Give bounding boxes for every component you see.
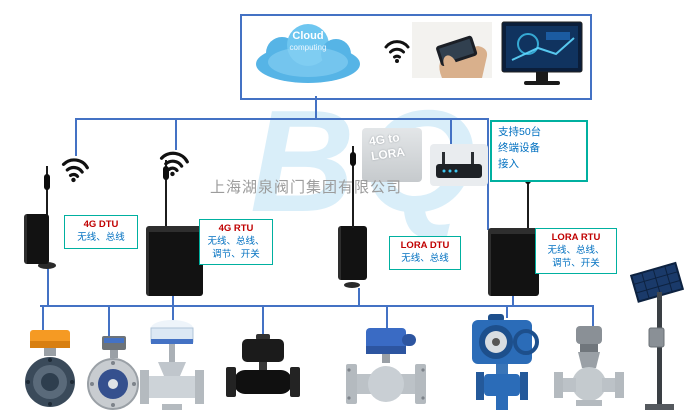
riser-lora-dtu: [358, 288, 360, 305]
label-4g-rtu: 4G RTU 无线、总线、 调节、开关: [199, 219, 273, 266]
drop-valve-1: [42, 305, 44, 332]
label-4g-dtu-line1: 无线、总线: [77, 231, 125, 243]
wifi-icon-4g-dtu: [61, 158, 89, 183]
connector-box-drop: [315, 96, 317, 119]
antenna-lora-dtu: [352, 146, 354, 228]
cloud-computing-image: [256, 24, 360, 83]
callout-line1: 支持50台: [498, 126, 542, 138]
antenna-coil-4g-rtu: [163, 166, 169, 180]
label-4g-dtu: 4G DTU 无线、总线: [64, 215, 138, 249]
label-lora-rtu: LORA RTU 无线、总线、 调节、开关: [535, 228, 617, 275]
antenna-coil-4g-dtu: [44, 174, 50, 190]
device-4g-rtu: [146, 226, 203, 296]
label-4g-rtu-line2: 调节、开关: [212, 248, 260, 260]
connector-drop-wifi-4g-rtu: [175, 118, 177, 150]
cloud-subtitle: computing: [289, 43, 327, 52]
valve-electric-actuator-dial: [472, 314, 539, 410]
callout-terminal-capacity: 支持50台 终端设备 接入: [490, 120, 588, 182]
valve-globe: [554, 326, 624, 406]
valve-butterfly-orange-actuator: [25, 330, 75, 407]
router-device-image: [430, 144, 488, 186]
riser-4g-rtu: [172, 290, 174, 305]
hand-holding-phone-image: [412, 22, 492, 78]
drop-valve-3: [172, 305, 174, 322]
riser-4g-dtu: [47, 268, 49, 305]
connector-field-bus: [40, 305, 594, 307]
antenna-coil-lora-dtu: [350, 152, 356, 166]
label-lora-dtu-line1: 无线、总线: [401, 252, 449, 264]
valve-ball-black: [226, 334, 300, 397]
device-lora-dtu: [338, 226, 367, 280]
valve-ball-flanged-blue-actuator: [346, 328, 426, 404]
computer-monitor-image: [501, 21, 583, 85]
label-lora-dtu: LORA DTU 无线、总线: [389, 236, 461, 270]
drop-valve-7: [592, 305, 594, 330]
antenna-4g-rtu: [165, 160, 167, 228]
drop-valve-2: [108, 305, 110, 338]
label-4g-rtu-title: 4G RTU: [218, 223, 254, 234]
connector-drop-wifi-4g-dtu: [75, 118, 77, 156]
device-4g-dtu: [24, 214, 49, 264]
drop-valve-4: [262, 305, 264, 336]
device-lora-rtu: [488, 228, 539, 296]
riser-lora-rtu: [512, 290, 514, 305]
antenna-lora-rtu: [527, 164, 529, 228]
solar-panel-pole: [630, 261, 685, 410]
antenna-base-4g-dtu: [38, 262, 56, 269]
valve-gate-pneumatic: [140, 320, 204, 410]
drop-valve-6: [506, 305, 508, 318]
cloud-title: Cloud: [292, 30, 324, 42]
callout-line2: 终端设备: [498, 141, 540, 154]
label-lora-rtu-line1: 无线、总线、: [547, 244, 605, 256]
label-lora-rtu-line2: 调节、开关: [552, 257, 600, 269]
connector-main-horizontal: [75, 118, 489, 120]
wifi-icon-4g-rtu: [159, 151, 189, 177]
wifi-icon-main: [384, 40, 410, 63]
connector-drop-lora-rtu: [487, 118, 489, 230]
callout-line3: 接入: [498, 157, 519, 170]
label-lora-rtu-title: LORA RTU: [551, 232, 601, 243]
label-lora-dtu-title: LORA DTU: [400, 240, 450, 251]
antenna-base-lora-dtu: [344, 282, 360, 288]
connector-drop-gateway: [450, 118, 452, 146]
label-4g-dtu-title: 4G DTU: [83, 219, 119, 230]
gateway-photo-bg: [362, 128, 422, 182]
drop-valve-5: [386, 305, 388, 330]
gateway-4g-to-lora-label: 4G to LORA: [368, 130, 406, 164]
label-4g-rtu-line1: 无线、总线、: [207, 235, 265, 247]
valve-butterfly-compact: [87, 336, 139, 410]
